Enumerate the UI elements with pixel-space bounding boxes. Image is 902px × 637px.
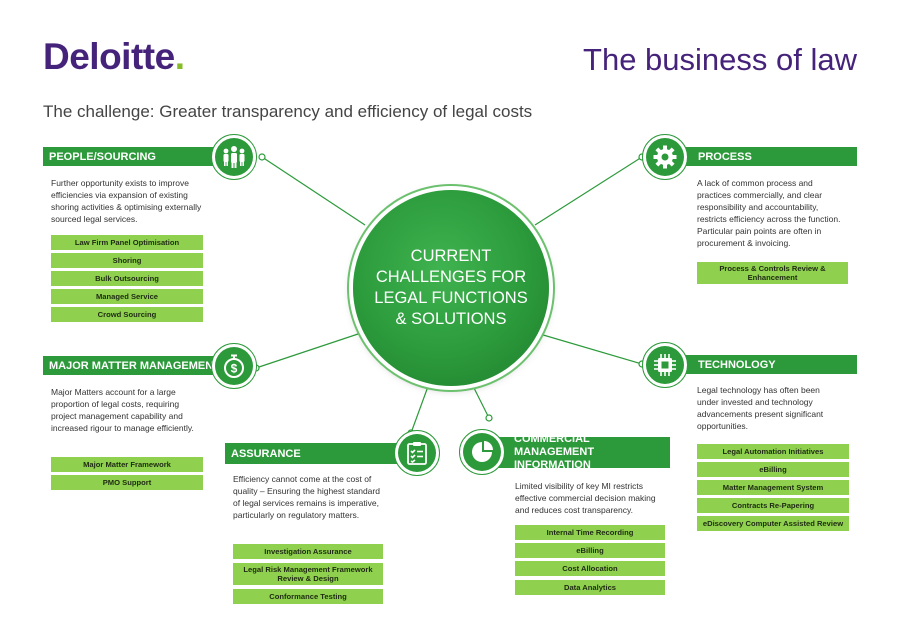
technology-description: Legal technology has often been under in… xyxy=(697,385,824,431)
deloitte-logo: Deloitte. xyxy=(43,36,185,77)
chip-conformance-testing: Conformance Testing xyxy=(233,589,383,604)
chip-ebilling-mi: eBilling xyxy=(515,543,665,558)
technology-title: TECHNOLOGY xyxy=(664,355,857,374)
svg-text:$: $ xyxy=(231,362,238,376)
chip-investigation-assurance: Investigation Assurance xyxy=(233,544,383,559)
chip-ediscovery: eDiscovery Computer Assisted Review xyxy=(697,516,849,531)
chip-major-matter-framework: Major Matter Framework xyxy=(51,457,203,472)
assurance-description: Efficiency cannot come at the cost of qu… xyxy=(233,474,380,520)
center-circle: CURRENT CHALLENGES FOR LEGAL FUNCTIONS &… xyxy=(353,190,549,386)
chip-matter-management-system: Matter Management System xyxy=(697,480,849,495)
chip-pmo-support: PMO Support xyxy=(51,475,203,490)
logo-text: Deloitte xyxy=(43,36,175,77)
chip-shoring: Shoring xyxy=(51,253,203,268)
chip-data-analytics: Data Analytics xyxy=(515,580,665,595)
assurance-title: ASSURANCE xyxy=(225,443,410,464)
checklist-icon xyxy=(394,430,440,476)
chip-legal-risk-framework: Legal Risk Management Framework Review &… xyxy=(233,563,383,585)
process-title: PROCESS xyxy=(664,147,857,166)
center-text: CURRENT CHALLENGES FOR LEGAL FUNCTIONS &… xyxy=(374,247,528,328)
commercial-mi-title: COMMERCIAL MANAGEMENT INFORMATION xyxy=(492,433,670,471)
chip-law-firm-panel: Law Firm Panel Optimisation xyxy=(51,235,203,250)
chip-bulk-outsourcing: Bulk Outsourcing xyxy=(51,271,203,286)
chip-crowd-sourcing: Crowd Sourcing xyxy=(51,307,203,322)
chip-ebilling-tech: eBilling xyxy=(697,462,849,477)
process-description: A lack of common process and practices c… xyxy=(697,178,841,248)
chip-legal-automation: Legal Automation Initiatives xyxy=(697,444,849,459)
chip-internal-time-recording: Internal Time Recording xyxy=(515,525,665,540)
major-matter-title: MAJOR MATTER MANAGEMENT xyxy=(43,356,238,375)
gear-icon xyxy=(642,134,688,180)
chip-cost-allocation: Cost Allocation xyxy=(515,561,665,576)
chip-icon xyxy=(642,342,688,388)
pie-chart-icon xyxy=(459,429,505,475)
dollar-stopwatch-icon: $ xyxy=(211,343,257,389)
chip-contracts-re-papering: Contracts Re-Papering xyxy=(697,498,849,513)
chip-process-controls-review: Process & Controls Review & Enhancement xyxy=(697,262,848,284)
page-title: The business of law xyxy=(583,42,857,77)
major-matter-description: Major Matters account for a large propor… xyxy=(51,387,194,433)
challenge-heading: The challenge: Greater transparency and … xyxy=(43,102,533,121)
people-icon xyxy=(211,134,257,180)
logo-dot: . xyxy=(174,36,185,77)
people-description: Further opportunity exists to improve ef… xyxy=(51,178,202,224)
chip-managed-service: Managed Service xyxy=(51,289,203,304)
people-sourcing-title: PEOPLE/SOURCING xyxy=(43,147,238,166)
commercial-mi-description: Limited visibility of key MI restricts e… xyxy=(515,481,656,515)
